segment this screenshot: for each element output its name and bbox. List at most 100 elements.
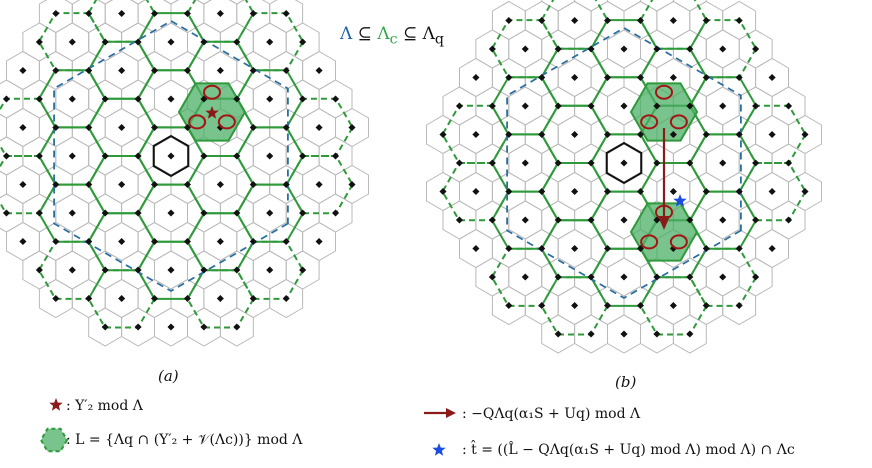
lattice-point (134, 38, 142, 46)
central-cell (605, 141, 643, 185)
lattice-point (488, 273, 496, 281)
lattice-point (752, 159, 760, 167)
lattice-point (249, 237, 257, 246)
lattice-point (266, 152, 274, 160)
fine-cell (0, 170, 7, 199)
lattice-point (505, 16, 513, 25)
lattice-point (183, 180, 191, 189)
lattice-point (282, 180, 290, 189)
legend-red-star: : Y′₂ mod Λ (66, 398, 143, 414)
lattice-point (35, 209, 43, 217)
lattice-point (266, 266, 274, 274)
lattice-point (151, 237, 159, 246)
lattice-point (686, 102, 694, 110)
lattice-point (554, 216, 562, 224)
lattice-point (439, 130, 447, 139)
lattice-point (472, 130, 480, 139)
lattice-point (620, 159, 628, 167)
lattice-point (719, 45, 727, 53)
lattice-point (249, 66, 257, 75)
lattice-point (587, 273, 595, 281)
lattice-point (521, 273, 529, 281)
lattice-point (620, 330, 628, 338)
lattice-point (653, 159, 661, 167)
title-lambda: Λ (340, 24, 353, 44)
lattice-point (554, 45, 562, 53)
lattice-point (488, 45, 496, 53)
legend-arrow-text: : −QΛq(α₁S + Uq) mod Λ (462, 406, 641, 422)
lattice-point (719, 102, 727, 110)
lattice-point (167, 95, 175, 103)
lattice-point (702, 73, 710, 82)
lattice-point (85, 237, 93, 246)
lattice-point (249, 9, 257, 18)
lattice-point (801, 130, 809, 139)
lattice-point (151, 180, 159, 189)
lattice-point (52, 180, 60, 189)
lattice-point (538, 244, 546, 253)
lattice-point (266, 209, 274, 217)
lattice-point (101, 95, 109, 103)
lattice-point (554, 273, 562, 281)
lattice-point (2, 209, 10, 217)
legend-region-icon (39, 427, 69, 453)
selected-point-ring (655, 84, 673, 100)
fine-cell (788, 171, 822, 212)
panel-b (426, 0, 822, 354)
lattice-point (669, 301, 677, 310)
lattice-point (669, 16, 677, 25)
lattice-point (587, 216, 595, 224)
lattice-point (315, 123, 323, 132)
lattice-point (587, 159, 595, 167)
title-lambda-q-symbol: Λ (422, 24, 435, 44)
lattice-point (348, 180, 356, 189)
lattice-point (702, 301, 710, 310)
lattice-point (68, 95, 76, 103)
lattice-point (505, 244, 513, 253)
lattice-point (752, 45, 760, 53)
lattice-point (266, 95, 274, 103)
fine-cell (130, 0, 147, 5)
lattice-point (653, 102, 661, 110)
lattice-point (200, 266, 208, 274)
selected-point-ring (203, 84, 221, 100)
coarse-cell (0, 97, 57, 157)
nested-lattice-title: Λ ⊆ Λc ⊆ Λq (340, 24, 444, 47)
blue-star-icon (673, 194, 687, 207)
lattice-point (735, 16, 743, 25)
lattice-point (571, 73, 579, 82)
lattice-point (620, 45, 628, 53)
lattice-point (636, 73, 644, 82)
fine-cell (607, 0, 641, 12)
lattice-point (216, 123, 224, 132)
selected-point-ring (669, 114, 688, 130)
lattice-point (653, 45, 661, 53)
lattice-point (768, 73, 776, 82)
lattice-point (19, 237, 27, 246)
lattice-point (282, 237, 290, 246)
lattice-point (768, 130, 776, 139)
lattice-point (118, 237, 126, 246)
legend-red-star-text: : Y′₂ mod Λ (66, 398, 143, 414)
lattice-point (249, 123, 257, 132)
lattice-point (521, 216, 529, 224)
lattice-point (35, 266, 43, 274)
lattice-point (216, 180, 224, 189)
lattice-point (233, 323, 241, 331)
lattice-point (538, 187, 546, 196)
lattice-point (282, 9, 290, 18)
lattice-point (686, 216, 694, 224)
lattice-point (282, 66, 290, 75)
lattice-point (101, 152, 109, 160)
lattice-point (488, 102, 496, 110)
fine-cell (335, 107, 369, 148)
lattice-point (604, 130, 612, 139)
lattice-point (735, 187, 743, 196)
lattice-point (183, 294, 191, 303)
lattice-point (587, 45, 595, 53)
title-lambda-c-sub: c (389, 31, 398, 48)
lattice-point (686, 330, 694, 338)
panel-a (0, 0, 369, 347)
central-cell (152, 134, 190, 178)
lattice-point (167, 152, 175, 160)
